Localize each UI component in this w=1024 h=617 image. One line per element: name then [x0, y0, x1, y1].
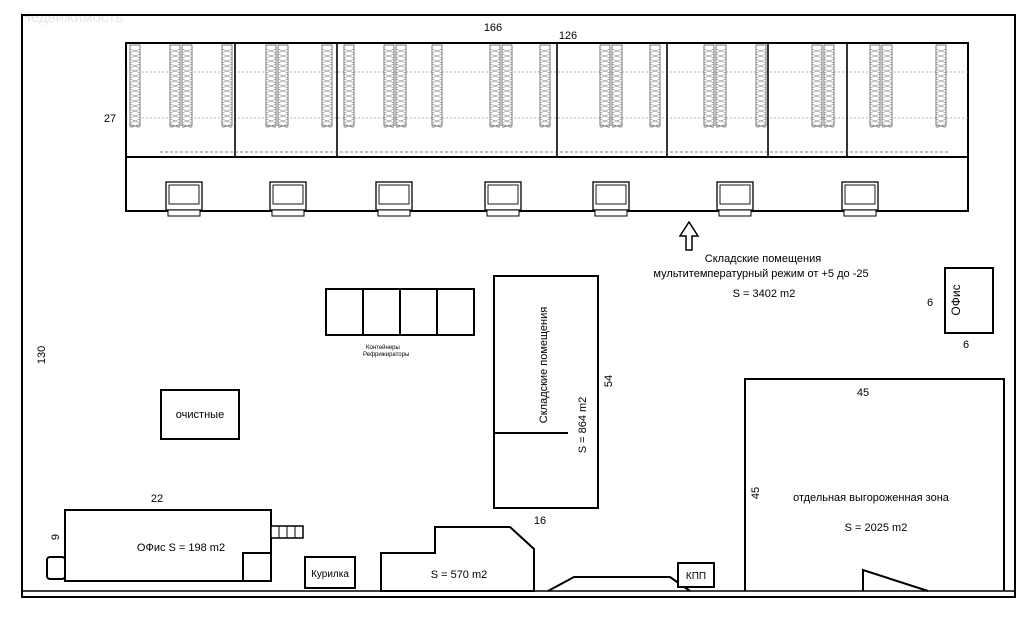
dim-site-height: 130 [36, 346, 48, 364]
office-porch [46, 556, 66, 580]
dim-office-left-h: 9 [50, 534, 62, 540]
center-wh-area: S = 864 m2 [577, 397, 589, 454]
smoking-label: Курилка [311, 569, 349, 580]
dim-office-left-w: 22 [151, 493, 163, 505]
checkpoint-label: КПП [686, 571, 706, 582]
warehouse-area: S = 3402 m2 [733, 288, 796, 300]
smoking-area [304, 556, 356, 589]
checkpoint [677, 562, 715, 588]
center-warehouse [493, 275, 599, 509]
refrigerator-containers [325, 288, 475, 336]
containers-label-line1: Контейнеры [366, 344, 400, 351]
warehouse-label-line1: Складские помещения [705, 253, 821, 265]
bottom-building [380, 526, 535, 592]
up-arrow-icon [678, 220, 700, 251]
dim-top-total: 166 [484, 22, 502, 34]
dim-warehouse-length: 126 [559, 30, 577, 42]
dim-center-wh-w: 16 [534, 515, 546, 527]
containers-label-line2: Рефрижираторы [363, 352, 409, 358]
office-right-label: ОФис [949, 284, 963, 315]
center-wh-title: Складские помещения [538, 307, 550, 423]
dim-office-right-h: 6 [927, 297, 933, 309]
zone-title: отдельная выгороженная зона [793, 492, 950, 504]
dim-warehouse-depth: 27 [104, 113, 116, 125]
office-left-building [46, 509, 304, 582]
main-warehouse [125, 42, 969, 217]
dim-center-wh-h: 54 [603, 375, 615, 387]
storage-racks [126, 43, 968, 158]
bottom-building-area: S = 570 m2 [431, 569, 488, 581]
watermark-text: Недвижимость [20, 9, 123, 26]
zone-area: S = 2025 m2 [845, 522, 908, 534]
office-annex [242, 552, 272, 582]
treatment-label: очистные [176, 409, 224, 421]
treatment-facility [160, 389, 240, 440]
gate-ramp [547, 576, 691, 592]
office-stairs [270, 525, 304, 539]
dim-zone-w: 45 [857, 387, 869, 399]
loading-docks [165, 181, 879, 217]
office-left-label: ОФис S = 198 m2 [137, 542, 225, 554]
dim-office-right-w: 6 [963, 339, 969, 351]
site-boundary [21, 14, 1016, 598]
fenced-zone [744, 378, 1005, 592]
warehouse-label-line2: мультитемпературный режим от +5 до -25 [653, 268, 868, 280]
dim-zone-h: 45 [750, 487, 762, 499]
office-right [944, 267, 994, 334]
